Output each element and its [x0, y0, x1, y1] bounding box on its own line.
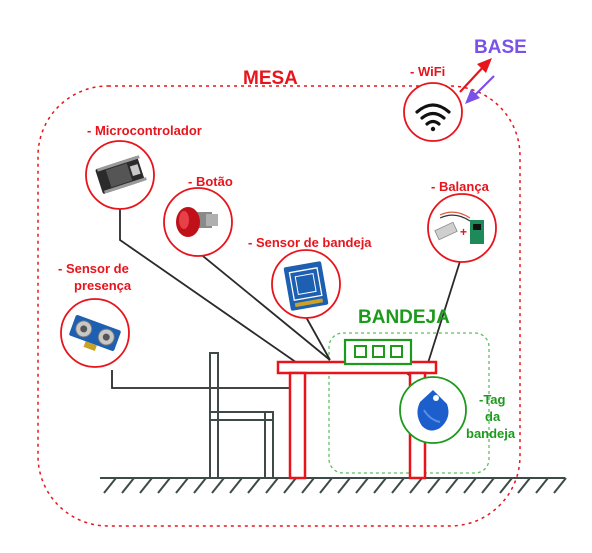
arrow-up-red-head	[477, 58, 492, 73]
microcontrolador-node	[85, 140, 155, 210]
label-tag-line2: da	[485, 409, 501, 424]
wire-balanca	[427, 254, 463, 364]
wifi-node	[403, 82, 463, 142]
label-tag-line3: bandeja	[466, 426, 516, 441]
sensor-presenca-node	[60, 298, 130, 368]
label-balanca: - Balança	[431, 179, 490, 194]
bandeja-boundary	[328, 332, 490, 474]
label-sensor-bandeja: - Sensor de bandeja	[248, 235, 372, 250]
sensor-bandeja-node	[271, 249, 341, 319]
label-botao: - Botão	[188, 174, 233, 189]
ultrasonic-sensor-icon	[69, 315, 121, 352]
svg-text:+: +	[460, 225, 467, 239]
tray-sensor-module	[343, 338, 413, 366]
label-bandeja: BANDEJA	[358, 307, 450, 328]
push-button-icon	[176, 207, 218, 237]
botao-node	[163, 187, 233, 257]
label-sensor-presenca-line1: - Sensor de	[58, 261, 129, 276]
label-sensor-presenca-line2: presença	[74, 278, 132, 293]
wire-microcontrolador	[119, 205, 301, 366]
wire-sensor-presenca	[111, 370, 295, 389]
ground	[100, 477, 567, 494]
base-arrows	[459, 58, 495, 104]
rfid-reader-icon	[283, 261, 329, 311]
tag-node	[399, 376, 467, 444]
chair	[209, 352, 274, 479]
microcontroller-board-icon	[95, 155, 147, 194]
balanca-node: +	[427, 193, 497, 263]
wire-botao	[197, 251, 331, 361]
label-tag-line1: -Tag	[479, 392, 506, 407]
arrow-up-red	[459, 64, 486, 93]
wifi-icon	[415, 103, 451, 132]
rfid-keyfob-tag-icon	[417, 390, 449, 431]
load-cell-icon: +	[434, 211, 484, 244]
label-base: BASE	[474, 37, 527, 58]
label-wifi: - WiFi	[410, 64, 445, 79]
arrow-down-blue-head	[465, 89, 480, 104]
label-microcontrolador: - Microcontrolador	[87, 123, 202, 138]
wire-sensor-bandeja	[305, 316, 331, 361]
mesa-boundary	[37, 85, 521, 527]
label-mesa: MESA	[243, 68, 298, 89]
